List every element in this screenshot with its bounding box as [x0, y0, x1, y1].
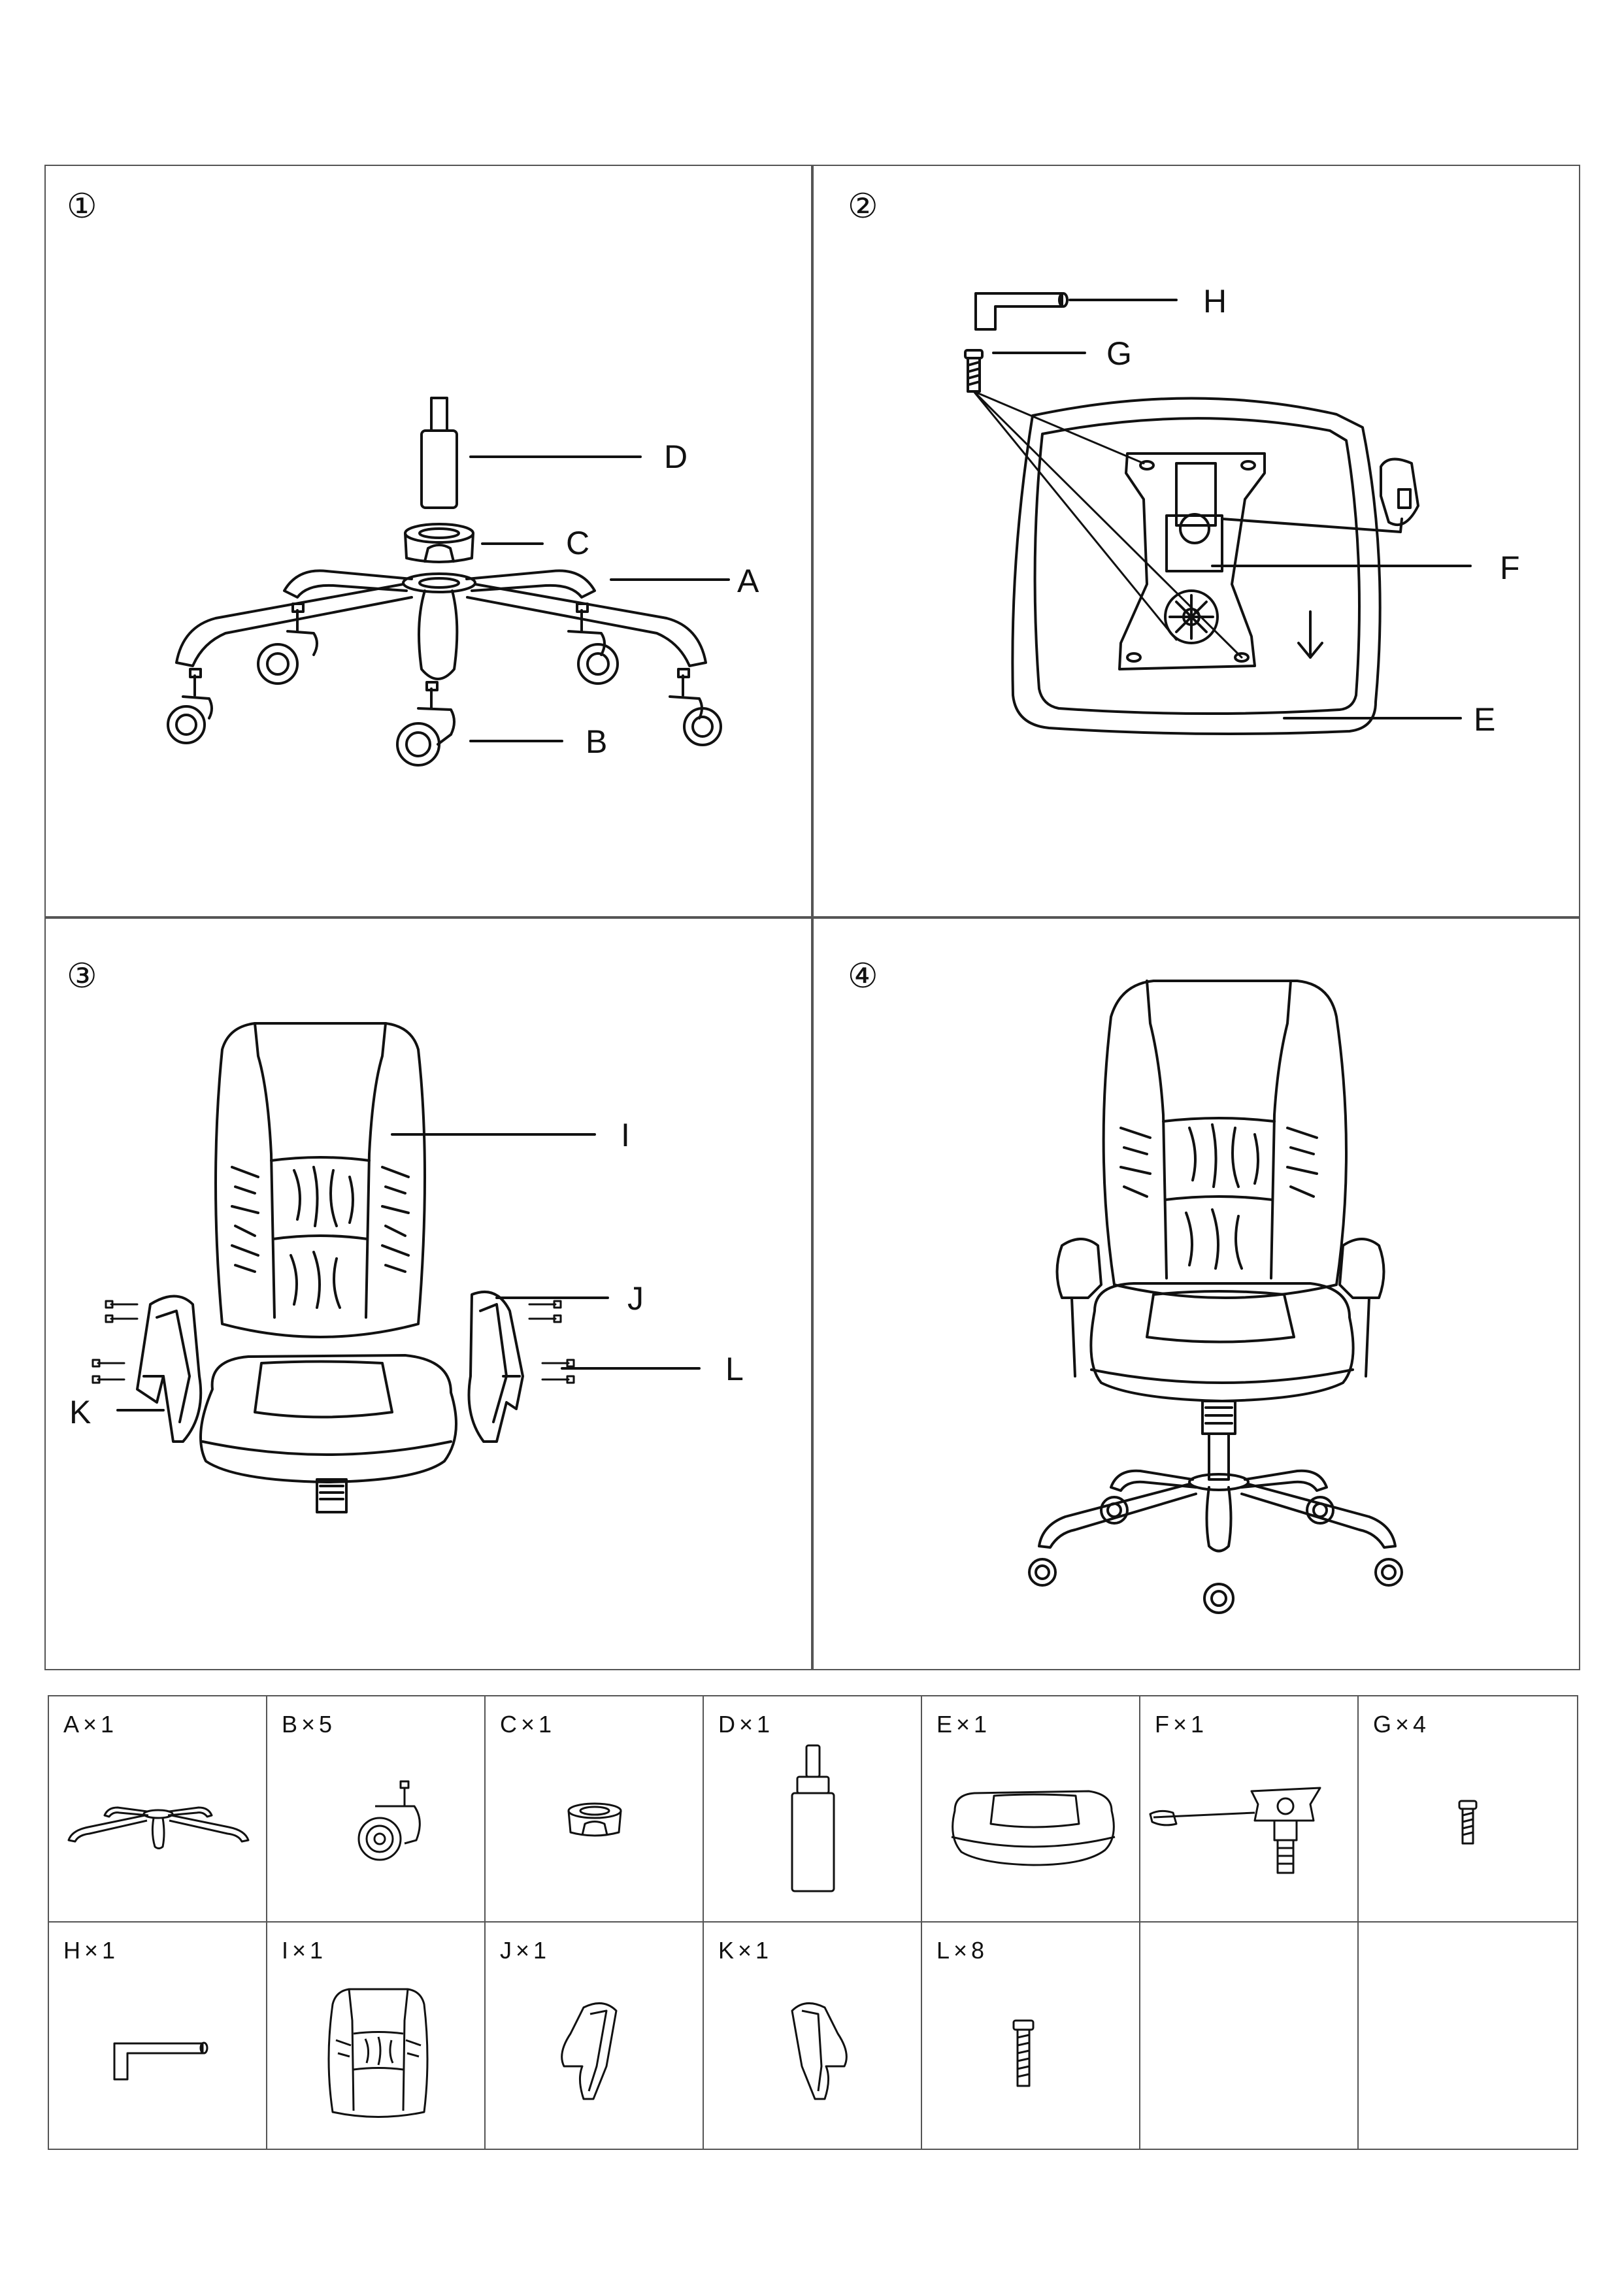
- right-armrest-part: [467, 1291, 524, 1443]
- seat-icon: [951, 1790, 1116, 1866]
- label-c: C: [566, 525, 590, 561]
- part-cell-h: H×1: [49, 1923, 267, 2149]
- assembled-armrest-left: [1055, 1238, 1102, 1378]
- label-l: L: [725, 1351, 744, 1387]
- part-label-a: A×1: [63, 1711, 118, 1738]
- part-cell-l: L×8: [922, 1923, 1140, 2149]
- part-cell-d: D×1: [704, 1696, 922, 1923]
- part-label-j: J×1: [500, 1937, 551, 1964]
- part-cell-a: A×1: [49, 1696, 267, 1923]
- assembled-armrest-right: [1338, 1238, 1385, 1378]
- part-label-f: F×1: [1155, 1711, 1208, 1738]
- backrest-part: [214, 1022, 426, 1338]
- part-label-l: L×8: [936, 1937, 989, 1964]
- backrest-icon: [327, 1988, 429, 2118]
- seat-cushion-part: [199, 1354, 457, 1513]
- part-cell-f: F×1: [1140, 1696, 1359, 1923]
- bolt-group-left: [91, 1300, 139, 1384]
- long-bolt-icon: [1012, 2019, 1035, 2087]
- label-b: B: [586, 723, 608, 760]
- step-4-panel: ④: [812, 917, 1580, 1670]
- part-cell-empty-2: [1359, 1923, 1577, 2149]
- step-1-base-assembly-drawing: [167, 397, 730, 767]
- left-armrest-part: [136, 1295, 203, 1443]
- chair-base-icon: [67, 1806, 250, 1849]
- part-label-c: C×1: [500, 1711, 556, 1738]
- part-label-i: I×1: [282, 1937, 327, 1964]
- part-label-g: G×4: [1373, 1711, 1431, 1738]
- caster-part-left-front: [167, 668, 213, 744]
- caster-part-right-back: [567, 603, 619, 685]
- part-cell-c: C×1: [486, 1696, 704, 1923]
- label-a: A: [737, 563, 759, 599]
- part-cell-k: K×1: [704, 1923, 922, 2149]
- step-4-number: ④: [848, 957, 878, 995]
- parts-list-grid: A×1 B×5 C×1 D×1: [48, 1695, 1578, 2150]
- assembled-backrest: [1102, 980, 1348, 1299]
- assembled-casters: [1028, 1496, 1403, 1614]
- label-e: E: [1474, 701, 1496, 738]
- bolt-part: [964, 349, 984, 393]
- part-cell-e: E×1: [922, 1696, 1140, 1923]
- label-j: J: [627, 1280, 644, 1317]
- allen-key-part: [974, 292, 1069, 331]
- gas-lift-cover-icon: [567, 1802, 622, 1837]
- step-2-seat-mechanism-drawing: [964, 292, 1472, 735]
- seat-part: [1011, 397, 1382, 735]
- assembled-base: [1038, 1469, 1397, 1553]
- right-armrest-icon: [561, 2002, 618, 2100]
- bolt-group-right: [528, 1300, 575, 1384]
- down-arrow-icon: [1297, 610, 1323, 659]
- short-bolt-icon: [1458, 1800, 1478, 1845]
- step-3-number: ③: [67, 957, 97, 995]
- left-armrest-icon: [791, 2002, 848, 2100]
- step-1-panel: ①: [44, 165, 812, 917]
- step-4-assembled-chair-drawing: [1028, 980, 1403, 1614]
- part-label-e: E×1: [936, 1711, 991, 1738]
- label-d: D: [664, 438, 688, 475]
- caster-part-right-front: [669, 668, 722, 746]
- step-3-panel: ③: [44, 917, 812, 1670]
- part-cell-g: G×4: [1359, 1696, 1577, 1923]
- label-g: G: [1106, 335, 1132, 372]
- label-f: F: [1500, 550, 1520, 586]
- gas-lift-cover-part: [404, 523, 474, 563]
- caster-part-left-back: [257, 603, 318, 685]
- chair-base-part: [175, 569, 707, 680]
- gas-cylinder-part: [420, 397, 458, 509]
- label-i: I: [621, 1117, 630, 1153]
- part-label-b: B×5: [282, 1711, 337, 1738]
- label-h: H: [1203, 283, 1227, 320]
- label-k: K: [69, 1394, 91, 1430]
- gas-cylinder-icon: [791, 1744, 835, 1892]
- step-1-number: ①: [67, 188, 97, 225]
- part-label-d: D×1: [718, 1711, 774, 1738]
- mechanism-icon: [1149, 1787, 1321, 1874]
- step-3-backrest-armrest-drawing: [91, 1022, 701, 1513]
- part-cell-empty-1: [1140, 1923, 1359, 2149]
- step-2-number: ②: [848, 188, 878, 225]
- bolt-pointer-lines: [972, 390, 1243, 659]
- part-label-k: K×1: [718, 1937, 773, 1964]
- part-cell-b: B×5: [267, 1696, 486, 1923]
- caster-part-front: [396, 681, 456, 767]
- step-2-panel: ②: [812, 165, 1580, 917]
- caster-icon: [357, 1780, 421, 1861]
- part-label-h: H×1: [63, 1937, 120, 1964]
- assembled-seat: [1089, 1282, 1355, 1402]
- assembled-gas-cylinder: [1201, 1400, 1236, 1481]
- part-cell-j: J×1: [486, 1923, 704, 2149]
- part-cell-i: I×1: [267, 1923, 486, 2149]
- allen-key-icon: [113, 2041, 208, 2081]
- mechanism-part: [1118, 452, 1419, 670]
